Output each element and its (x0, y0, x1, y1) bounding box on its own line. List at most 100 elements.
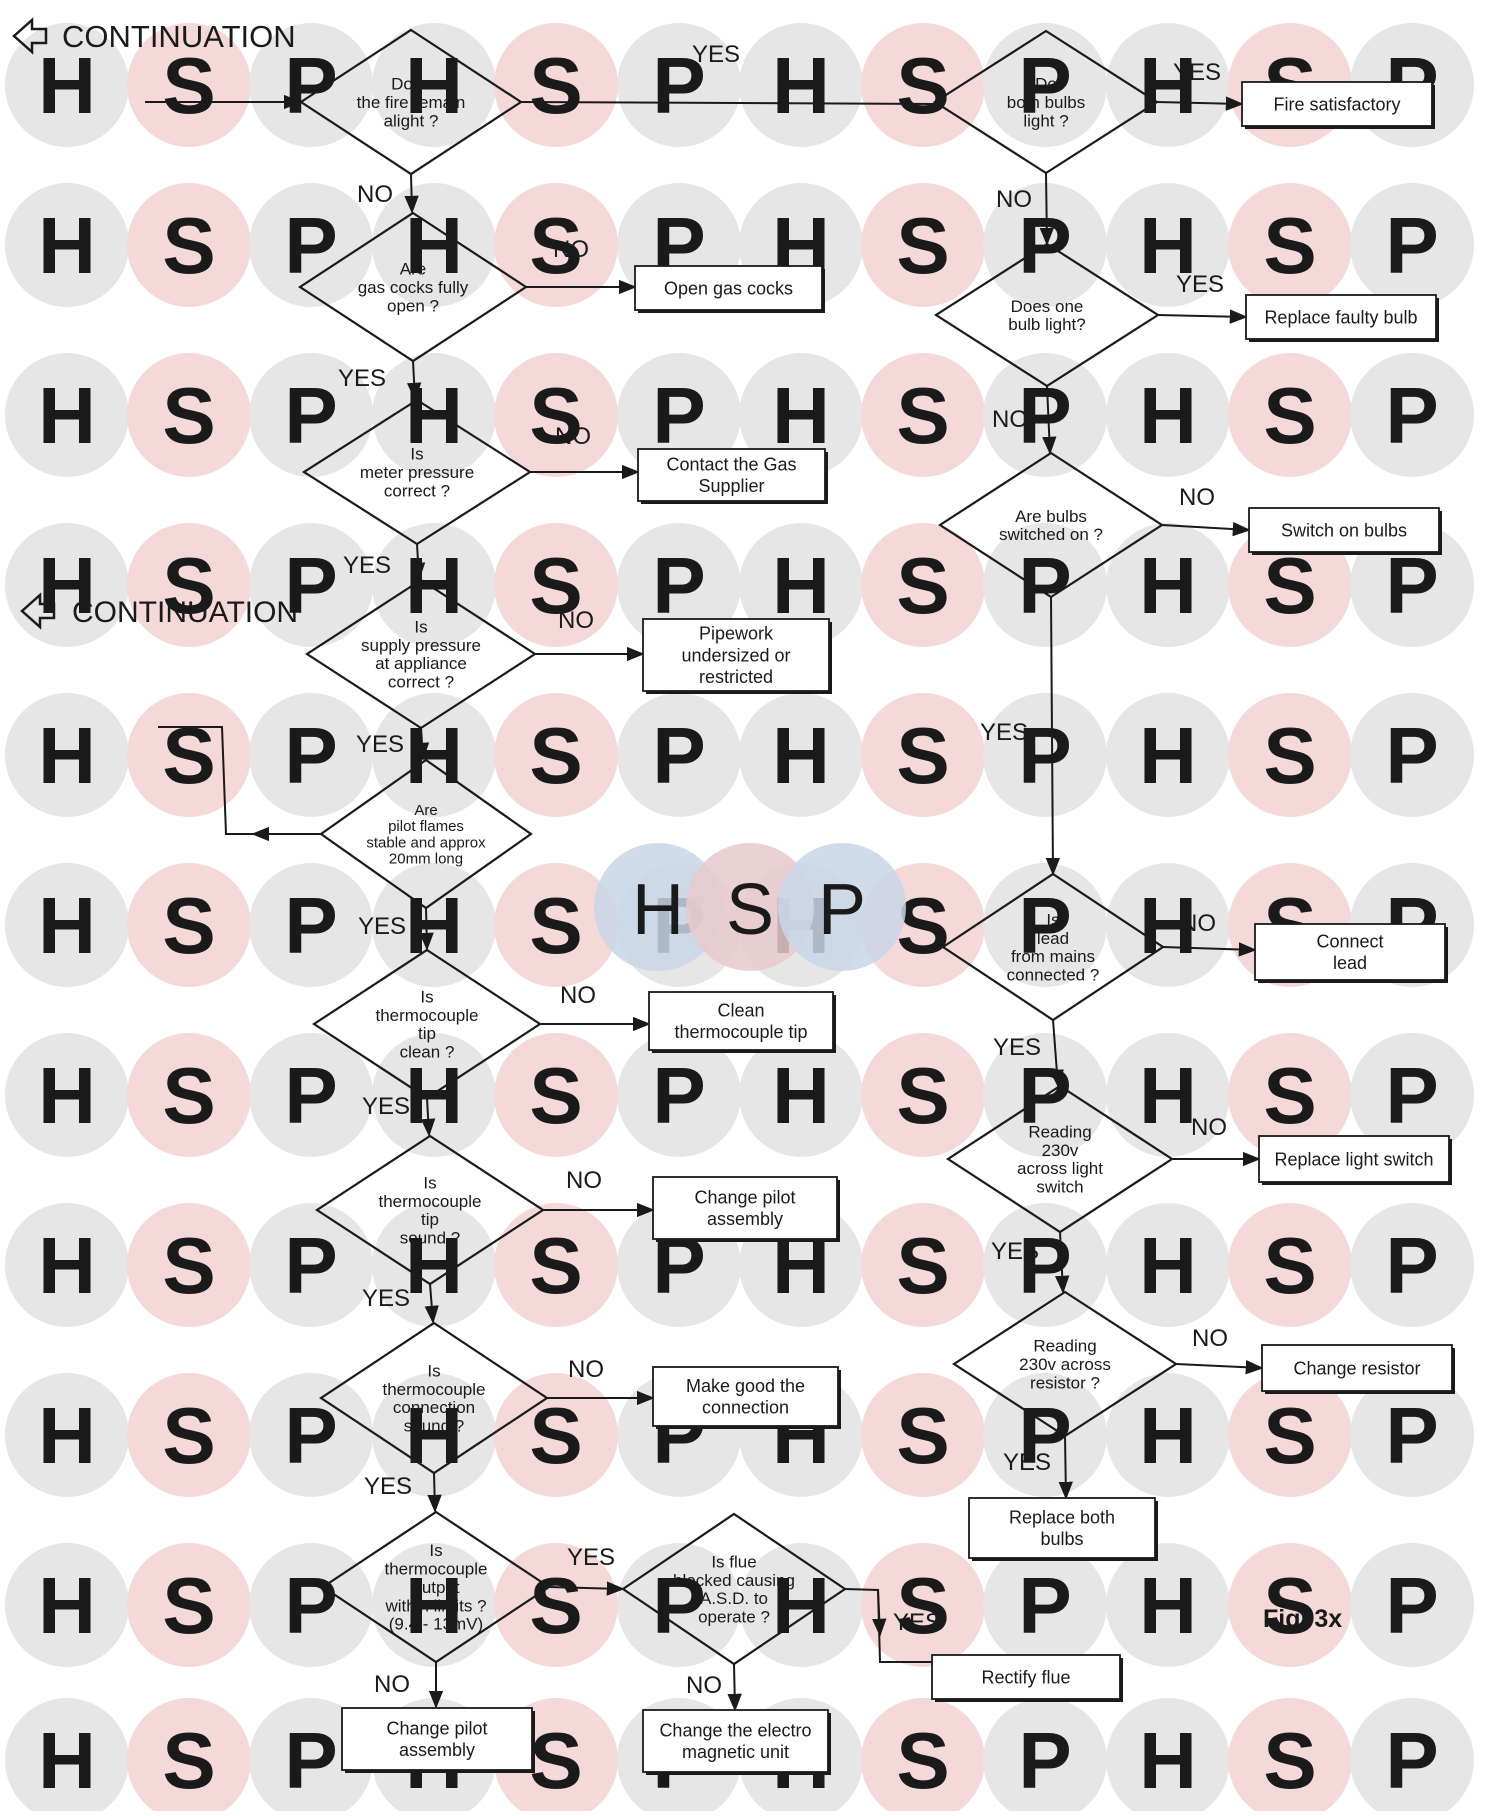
connector-line (1042, 385, 1057, 455)
box-shape (1254, 923, 1446, 981)
watermark-circle: S (861, 23, 985, 147)
watermark-letter: S (896, 41, 949, 130)
watermark-letter: S (162, 1391, 215, 1480)
watermark-letter: H (405, 1051, 463, 1140)
watermark-circle: H (5, 23, 129, 147)
watermark-circle: P (249, 1373, 373, 1497)
watermark-letter: P (1385, 1221, 1438, 1310)
branch-label-flue-no: NO (686, 1672, 722, 1699)
watermark-circle: H (1106, 1203, 1230, 1327)
node-text-line: Replace light switch (1274, 1149, 1433, 1169)
branch-label-conn-no: NO (568, 1356, 604, 1383)
watermark-circle: P (249, 353, 373, 477)
watermark-circle: H (739, 23, 863, 147)
node-text-line: Reading (1028, 1122, 1091, 1141)
node-text-line: correct ? (384, 481, 450, 500)
watermark-circle: S (127, 1373, 251, 1497)
connector-line (1157, 309, 1248, 324)
watermark-letter: H (405, 41, 463, 130)
watermark-letter: H (38, 1221, 96, 1310)
connector-line (1175, 1360, 1264, 1375)
diamond-shape (297, 211, 529, 363)
watermark-circle: H (5, 1373, 129, 1497)
watermark-letter: P (1018, 1561, 1071, 1650)
watermark-circle: P (1350, 1373, 1474, 1497)
connector-line (1058, 1435, 1073, 1500)
watermark-letter: S (162, 541, 215, 630)
watermark-circle: S (127, 1543, 251, 1667)
watermark-letter: H (38, 881, 96, 970)
watermark-letter: P (284, 1716, 337, 1805)
watermark-circle: S (494, 523, 618, 647)
watermark-letter: H (405, 1221, 463, 1310)
branch-label-gas-no: NO (553, 236, 589, 263)
watermark-letter: S (896, 1221, 949, 1310)
connector-line (1049, 1019, 1064, 1088)
figure-label: Fig. 3x (1263, 1605, 1342, 1633)
watermark-letter: S (896, 881, 949, 970)
watermark-letter: S (529, 201, 582, 290)
node-text-line: connection (702, 1398, 789, 1418)
watermark-letter: H (1139, 1716, 1197, 1805)
watermark-circle: S (127, 1033, 251, 1157)
hsp-watermark: HSPHSPHSPHSPHSPHSPHSPHSPHSPHSPHSPHSPHSPH… (5, 23, 1474, 1816)
watermark-letter: S (896, 371, 949, 460)
watermark-letter: P (284, 1391, 337, 1480)
watermark-letter: P (284, 1051, 337, 1140)
box-shape (341, 1707, 533, 1771)
branch-label-switch230-yes: YES (991, 1238, 1039, 1265)
branch-label-pilot-yes: YES (358, 913, 406, 940)
diamond-shape (937, 451, 1165, 599)
watermark-circle: S (1228, 183, 1352, 307)
watermark-circle: H (372, 183, 496, 307)
watermark-letter: H (38, 1716, 96, 1805)
branch-label-both-yes: YES (1173, 59, 1221, 86)
node-text-line: Switch on bulbs (1281, 520, 1407, 540)
watermark-letter: S (1263, 201, 1316, 290)
box-shape (1258, 1135, 1450, 1183)
node-text-line: thermocouple tip (674, 1022, 807, 1042)
connector-line (1054, 1231, 1070, 1294)
branch-label-tipsound-yes: YES (362, 1285, 410, 1312)
diamond-shape (933, 242, 1161, 388)
watermark-letter: P (1385, 541, 1438, 630)
action-box-switchon: Switch on bulbs (1248, 507, 1442, 555)
watermark-letter: S (162, 41, 215, 130)
branch-label-meter-yes: YES (343, 552, 391, 579)
node-text-line: Is (414, 617, 427, 636)
watermark-circle: S (127, 23, 251, 147)
watermark-letter: P (1385, 201, 1438, 290)
watermark-circle: H (1106, 1033, 1230, 1157)
watermark-letter: H (772, 711, 830, 800)
node-text-line: Is (410, 445, 423, 464)
watermark-circle: S (127, 353, 251, 477)
watermark-circle: H (372, 1203, 496, 1327)
node-text-line: gas cocks fully (358, 278, 469, 297)
node-text-line: Is (429, 1541, 442, 1560)
connector-line (419, 907, 434, 951)
watermark-circle: H (5, 1698, 129, 1816)
node-text-line: across light (1017, 1159, 1103, 1178)
box-shape (648, 991, 834, 1051)
watermark-letter: H (38, 1051, 96, 1140)
arrow-left-outline-icon (20, 592, 56, 630)
node-text-line: Change pilot (386, 1719, 487, 1739)
node-text-line: sound ? (404, 1416, 465, 1435)
box-shape (931, 1654, 1121, 1700)
node-text-line: Is (1046, 910, 1059, 929)
action-box-firesat: Fire satisfactory (1241, 81, 1435, 129)
watermark-letter: S (162, 881, 215, 970)
watermark-circle: P (249, 183, 373, 307)
watermark-circle: H (372, 1373, 496, 1497)
watermark-letter: S (1263, 1391, 1316, 1480)
branch-label-resistor230-no: NO (1192, 1325, 1228, 1352)
watermark-circle: S (861, 1203, 985, 1327)
watermark-circle: S (861, 183, 985, 307)
node-text-line: (9.4 - 13mV) (389, 1615, 483, 1634)
